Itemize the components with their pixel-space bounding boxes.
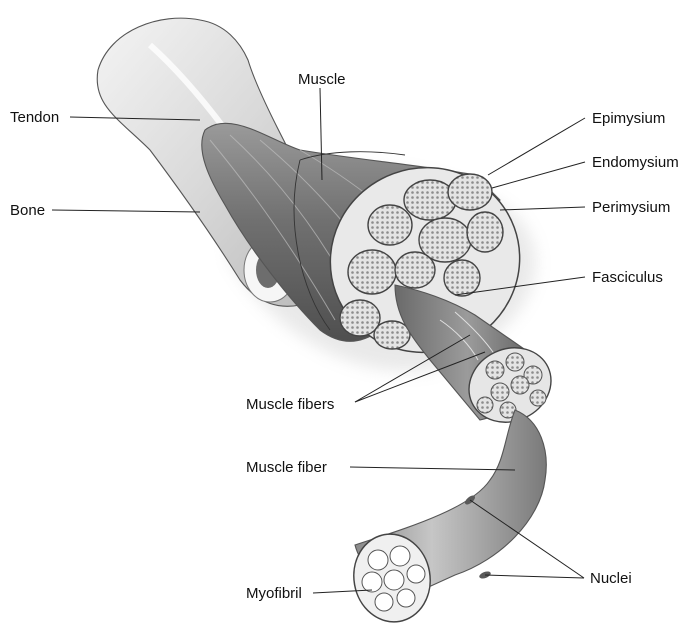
leader-nuclei-2: [485, 575, 584, 578]
leader-muscle-fiber: [350, 467, 515, 470]
leader-bone: [52, 210, 200, 212]
leader-perimysium: [500, 207, 585, 210]
leader-endomysium: [492, 162, 585, 188]
label-epimysium: Epimysium: [592, 110, 665, 127]
label-myofibril: Myofibril: [246, 585, 302, 602]
label-tendon: Tendon: [10, 109, 59, 126]
label-muscle-fibers: Muscle fibers: [246, 396, 334, 413]
label-muscle-fiber: Muscle fiber: [246, 459, 327, 476]
muscle-fiber-shape: [347, 410, 546, 628]
label-bone: Bone: [10, 202, 45, 219]
label-muscle: Muscle: [298, 71, 346, 88]
label-nuclei: Nuclei: [590, 570, 632, 587]
label-fasciculus: Fasciculus: [592, 269, 663, 286]
label-endomysium: Endomysium: [592, 154, 679, 171]
label-perimysium: Perimysium: [592, 199, 670, 216]
